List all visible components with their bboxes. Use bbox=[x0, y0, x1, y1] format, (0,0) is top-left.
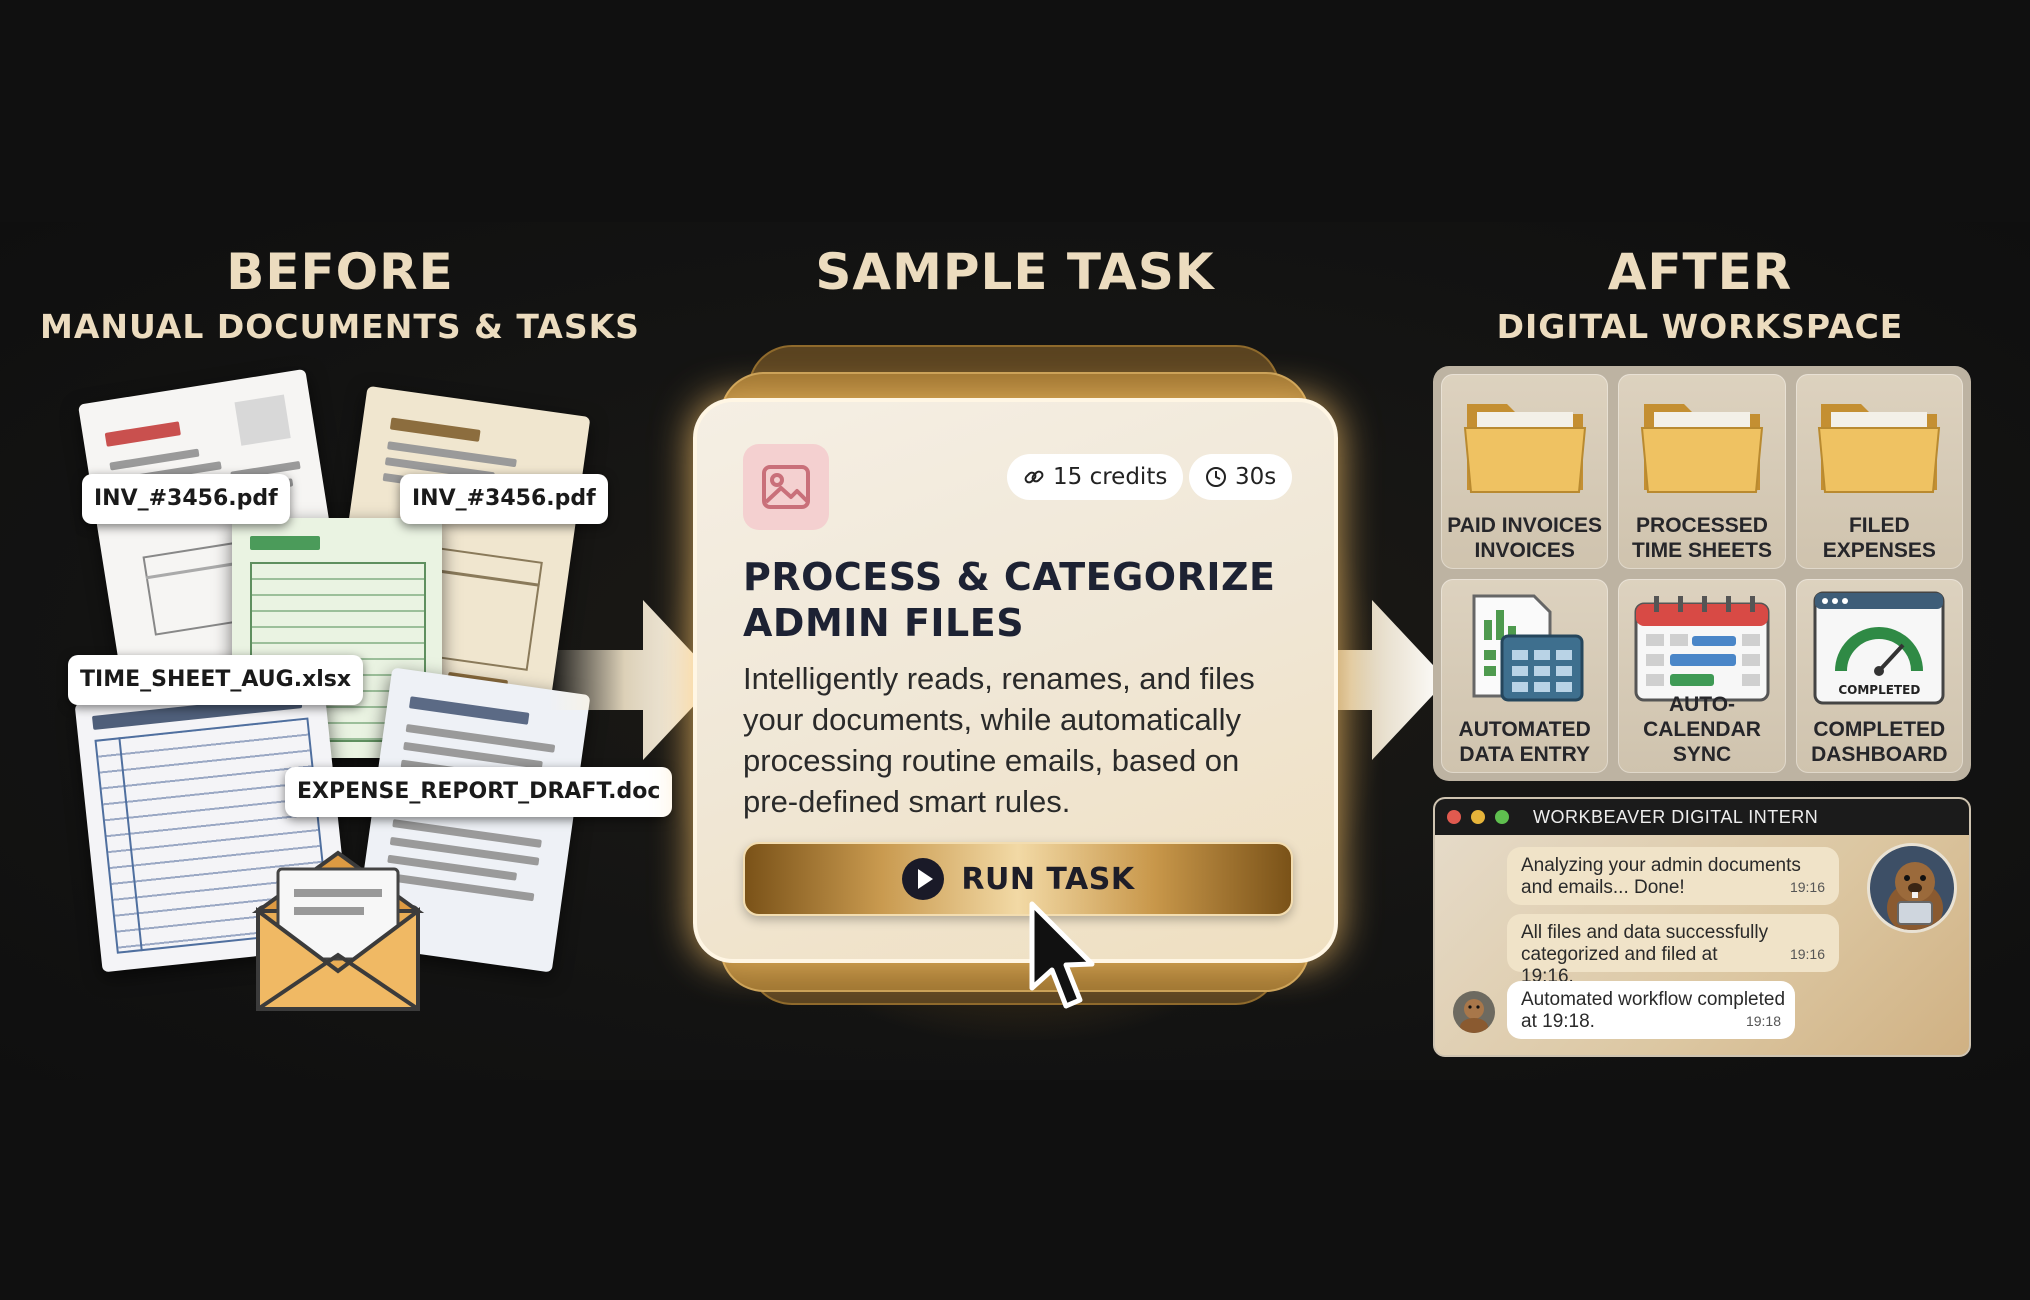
tile-automated-data-entry[interactable]: AUTOMATED DATA ENTRY bbox=[1441, 578, 1609, 773]
tile-label-line2: DATA ENTRY bbox=[1459, 743, 1590, 766]
clock-icon bbox=[1206, 467, 1226, 487]
before-title: BEFORE bbox=[226, 243, 454, 301]
chat-message-text: Analyzing your admin documents and email… bbox=[1521, 855, 1801, 898]
before-header: BEFORE MANUAL DOCUMENTS & TASKS bbox=[40, 242, 640, 348]
tile-label-line2: DASHBOARD bbox=[1811, 743, 1948, 766]
chat-message: Analyzing your admin documents and email… bbox=[1507, 847, 1839, 905]
folder-icon bbox=[1796, 384, 1963, 502]
spreadsheet-icon bbox=[1441, 589, 1608, 707]
mouse-cursor-icon bbox=[1029, 901, 1095, 1009]
tile-paid-invoices[interactable]: PAID INVOICES INVOICES bbox=[1441, 374, 1609, 569]
task-header: SAMPLE TASK bbox=[715, 242, 1315, 302]
image-icon bbox=[743, 444, 829, 530]
file-tag-expense: EXPENSE_REPORT_DRAFT.doc bbox=[285, 767, 673, 817]
chat-message-time: 19:16 bbox=[1789, 946, 1825, 962]
run-task-label: RUN TASK bbox=[961, 861, 1135, 897]
after-subtitle: DIGITAL WORKSPACE bbox=[1496, 307, 1904, 346]
tile-label-line1: COMPLETED bbox=[1813, 718, 1946, 741]
tile-filed-expenses[interactable]: FILED EXPENSES bbox=[1795, 374, 1963, 569]
tile-label-line1: AUTO-CALENDAR bbox=[1643, 693, 1761, 741]
chat-message-text: All files and data successfully categori… bbox=[1521, 922, 1769, 987]
window-minimize-button[interactable] bbox=[1471, 810, 1485, 824]
window-maximize-button[interactable] bbox=[1495, 810, 1509, 824]
workspace-grid: PAID INVOICES INVOICES PROCESSED TIME SH… bbox=[1433, 366, 1971, 781]
after-header: AFTER DIGITAL WORKSPACE bbox=[1400, 242, 2000, 348]
tile-label-line1: AUTOMATED bbox=[1458, 718, 1591, 741]
task-title: PROCESS & CATEGORIZE ADMIN FILES bbox=[743, 555, 1276, 645]
completed-badge: COMPLETED bbox=[1838, 682, 1921, 697]
task-description: Intelligently reads, renames, and files … bbox=[743, 661, 1255, 819]
tile-label-line2: INVOICES bbox=[1474, 538, 1575, 562]
tile-label-line1: PROCESSED bbox=[1636, 513, 1768, 537]
chat-message-time: 19:16 bbox=[1789, 879, 1825, 895]
duration-label: 30s bbox=[1235, 464, 1277, 490]
chat-message: Automated workflow completed at 19:18. 1… bbox=[1507, 981, 1795, 1039]
chat-title: WORKBEAVER DIGITAL INTERN bbox=[1533, 806, 1819, 827]
tile-auto-calendar-sync[interactable]: AUTO-CALENDAR SYNC bbox=[1618, 578, 1786, 773]
run-task-button[interactable]: RUN TASK bbox=[743, 842, 1293, 916]
chat-title-bar: WORKBEAVER DIGITAL INTERN bbox=[1435, 799, 1969, 835]
folder-icon bbox=[1441, 384, 1608, 502]
user-avatar bbox=[1453, 991, 1495, 1033]
file-tag-timesheet: TIME_SHEET_AUG.xlsx bbox=[68, 655, 364, 705]
link-icon bbox=[1024, 470, 1044, 484]
after-title: AFTER bbox=[1607, 243, 1793, 301]
tile-label-line2: EXPENSES bbox=[1822, 538, 1936, 562]
tile-label-line2: TIME SHEETS bbox=[1631, 538, 1772, 562]
file-tag-invoice-right: INV_#3456.pdf bbox=[400, 474, 608, 524]
tile-processed-time-sheets[interactable]: PROCESSED TIME SHEETS bbox=[1618, 374, 1786, 569]
task-section-title: SAMPLE TASK bbox=[815, 243, 1215, 301]
credits-badge: 15 credits bbox=[1007, 454, 1184, 500]
play-icon bbox=[902, 858, 945, 900]
beaver-avatar bbox=[1867, 843, 1957, 933]
envelope-icon bbox=[251, 850, 425, 1011]
task-card[interactable]: 15 credits 30s PROCESS & CATEGORIZE ADMI… bbox=[693, 398, 1338, 963]
chat-message: All files and data successfully categori… bbox=[1507, 914, 1839, 987]
chat-message-text: Automated workflow completed at 19:18. bbox=[1521, 989, 1786, 1032]
calendar-icon bbox=[1618, 589, 1785, 707]
before-subtitle: MANUAL DOCUMENTS & TASKS bbox=[40, 307, 640, 346]
tile-completed-dashboard[interactable]: COMPLETED COMPLETED DASHBOARD bbox=[1795, 578, 1963, 773]
file-tag-invoice-left: INV_#3456.pdf bbox=[82, 474, 290, 524]
credits-label: 15 credits bbox=[1053, 464, 1168, 490]
tile-label-line1: PAID INVOICES bbox=[1447, 513, 1603, 537]
tile-label-line1: FILED bbox=[1848, 513, 1910, 537]
tile-label-line2: SYNC bbox=[1672, 743, 1732, 766]
chat-message-time: 19:18 bbox=[1745, 1013, 1781, 1029]
folder-icon bbox=[1618, 384, 1785, 502]
duration-badge: 30s bbox=[1189, 454, 1293, 500]
gauge-icon: COMPLETED bbox=[1796, 589, 1963, 707]
window-close-button[interactable] bbox=[1447, 810, 1461, 824]
chat-window: WORKBEAVER DIGITAL INTERN Analyzing your… bbox=[1433, 797, 1971, 1057]
